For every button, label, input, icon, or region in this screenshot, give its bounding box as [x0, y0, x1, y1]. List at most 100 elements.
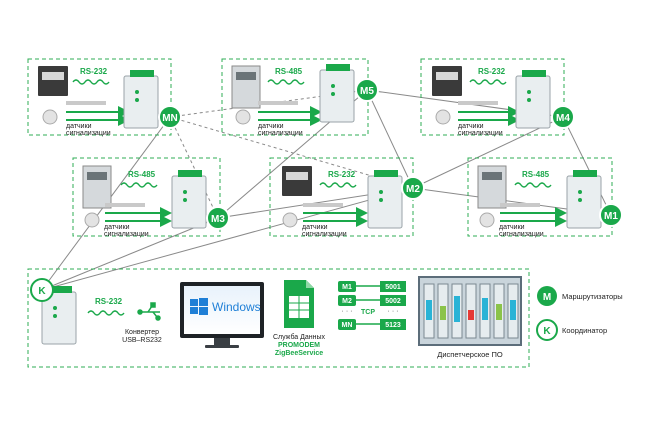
port-tag [338, 319, 356, 330]
modem-top [573, 170, 597, 177]
converter-label: USB–RS232 [122, 337, 162, 344]
smoke-detector-icon [235, 109, 251, 125]
serial-wave-icon [87, 310, 125, 316]
port-tag [338, 281, 356, 292]
modem-top [48, 286, 72, 293]
dispatcher-screen-icon [418, 276, 522, 346]
serial-wave-icon [120, 182, 158, 188]
sensor-label: датчики [258, 123, 284, 130]
port-tag-label: MN [342, 322, 353, 329]
legend-coordinator-label: Координатор [562, 326, 607, 335]
meter-display [286, 172, 308, 180]
service-label: ZigBeeService [275, 350, 323, 357]
link-m3-k [41, 217, 219, 291]
router-badge-label: M2 [406, 184, 420, 195]
legend-coordinator-symbol: K [543, 326, 551, 337]
link-m4-m1 [562, 116, 612, 216]
port-tag [338, 295, 356, 306]
data-service-icon [284, 280, 314, 328]
node-group-m3: RS-485 датчики сигнализации M3 [72, 157, 230, 238]
node-group-m1: RS-485 датчики сигнализации M1 [467, 157, 623, 238]
sensor-beam-icon [500, 203, 540, 207]
port-number-label: 5001 [385, 284, 401, 291]
modem-device-icon [123, 75, 159, 129]
router-badge-label: M5 [360, 86, 374, 97]
smoke-detector-icon [282, 212, 298, 228]
converter-label: Конвертер [125, 329, 159, 336]
service-label: PROMODEM [278, 342, 320, 349]
port-tag-label: M1 [342, 284, 352, 291]
port-ellipsis: · · · [342, 308, 353, 315]
router-badge-m1 [599, 203, 623, 227]
sensor-label: сигнализации [499, 231, 544, 238]
sensor-beam-icon [258, 101, 298, 105]
meter-display [436, 72, 458, 80]
meter-display [482, 172, 502, 180]
router-badge-m4 [551, 105, 575, 129]
modem-device-icon [515, 75, 551, 129]
router-badge-mn [158, 105, 182, 129]
interface-label: RS-485 [128, 170, 156, 179]
usb-icon [137, 302, 161, 321]
node-group-mn: RS-232 датчики сигнализации MN [27, 58, 182, 137]
router-badge-m5 [355, 78, 379, 102]
coordinator-badge-label: K [38, 286, 46, 297]
sensor-label: датчики [499, 224, 525, 231]
legend-router-label: Маршрутизаторы [562, 292, 623, 301]
monitor-icon [180, 282, 264, 348]
group-border [72, 157, 221, 237]
legend: M Маршрутизаторы K Координатор [536, 286, 623, 341]
meter-icon [432, 66, 462, 96]
serial-wave-icon [514, 182, 552, 188]
smoke-detector-icon [479, 212, 495, 228]
sensor-label: сигнализации [258, 130, 303, 137]
legend-router-badge [537, 286, 557, 306]
smoke-detector-icon [435, 109, 451, 125]
port-tag-label: M2 [342, 298, 352, 305]
node-group-m4: RS-232 датчики сигнализации M4 [420, 58, 575, 137]
sensor-label: датчики [66, 123, 92, 130]
link-m4-m2 [412, 116, 564, 189]
interface-label: RS-232 [328, 170, 356, 179]
group-border [467, 157, 613, 237]
sensor-label: сигнализации [104, 231, 149, 238]
modem-top [374, 170, 398, 177]
sensor-beam-icon [66, 101, 106, 105]
serial-wave-icon [469, 79, 507, 85]
panel-border [27, 268, 530, 368]
sensor-label: датчики [302, 224, 328, 231]
meter-display [42, 72, 64, 80]
serial-wave-icon [72, 79, 110, 85]
interface-label: RS-232 [478, 67, 506, 76]
modem-top [522, 70, 546, 77]
windows-label: Windows [212, 300, 261, 314]
sensor-beam-icon [303, 203, 343, 207]
sensor-beam-icon [105, 203, 145, 207]
windows-logo-icon [190, 298, 208, 315]
meter-icon [38, 66, 68, 96]
router-badge-m2 [401, 176, 425, 200]
modem-top [130, 70, 154, 77]
port-mapping: M1 5001 M2 5002 · · · TCP · · · MN 5123 [338, 281, 406, 330]
modem-device-icon [367, 175, 403, 229]
port-number [380, 281, 406, 292]
node-group-m5: RS-485 датчики сигнализации M5 [221, 58, 379, 137]
legend-coordinator-badge [536, 319, 558, 341]
meter-icon [282, 166, 312, 196]
group-border [420, 58, 565, 136]
router-badge-label: M1 [604, 211, 618, 222]
sensor-label: сигнализации [66, 130, 111, 137]
smoke-detector-icon [84, 212, 100, 228]
tcp-label: TCP [361, 309, 375, 316]
sensor-label: сигнализации [458, 130, 503, 137]
router-badge-label: M4 [556, 113, 570, 124]
group-border [27, 58, 172, 136]
sensor-label: сигнализации [302, 231, 347, 238]
link-m2-k [41, 187, 414, 291]
link-mn-m3 [169, 116, 219, 219]
link-m5-m2 [366, 89, 414, 189]
port-number [380, 319, 406, 330]
meter-display [236, 72, 256, 80]
node-group-m2: RS-232 датчики сигнализации M2 [269, 157, 425, 238]
coordinator-badge [30, 278, 54, 302]
